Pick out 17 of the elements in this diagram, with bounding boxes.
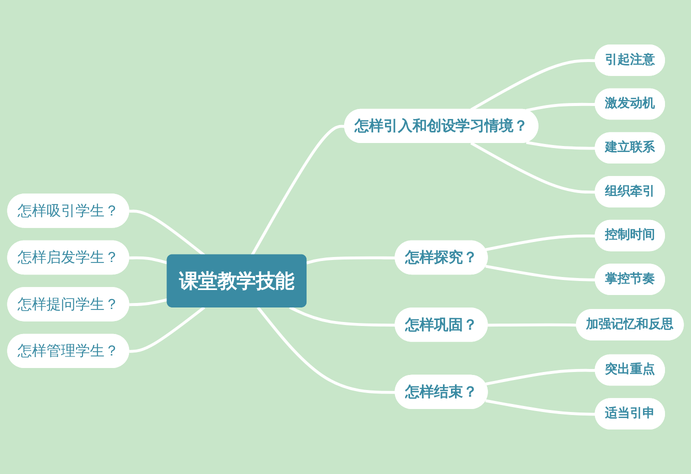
connector — [526, 141, 596, 150]
connector — [485, 368, 596, 386]
connector — [470, 59, 596, 112]
connector — [289, 306, 396, 327]
connector — [470, 142, 596, 194]
connector — [129, 298, 168, 306]
connector — [129, 210, 206, 256]
connector — [488, 323, 577, 327]
connector — [485, 264, 596, 282]
connector — [256, 306, 396, 394]
connector — [250, 124, 346, 256]
connector — [485, 399, 596, 416]
connector — [485, 234, 596, 252]
connector — [129, 256, 168, 264]
connector — [526, 102, 596, 112]
connector — [129, 306, 206, 353]
connector — [306, 256, 396, 264]
